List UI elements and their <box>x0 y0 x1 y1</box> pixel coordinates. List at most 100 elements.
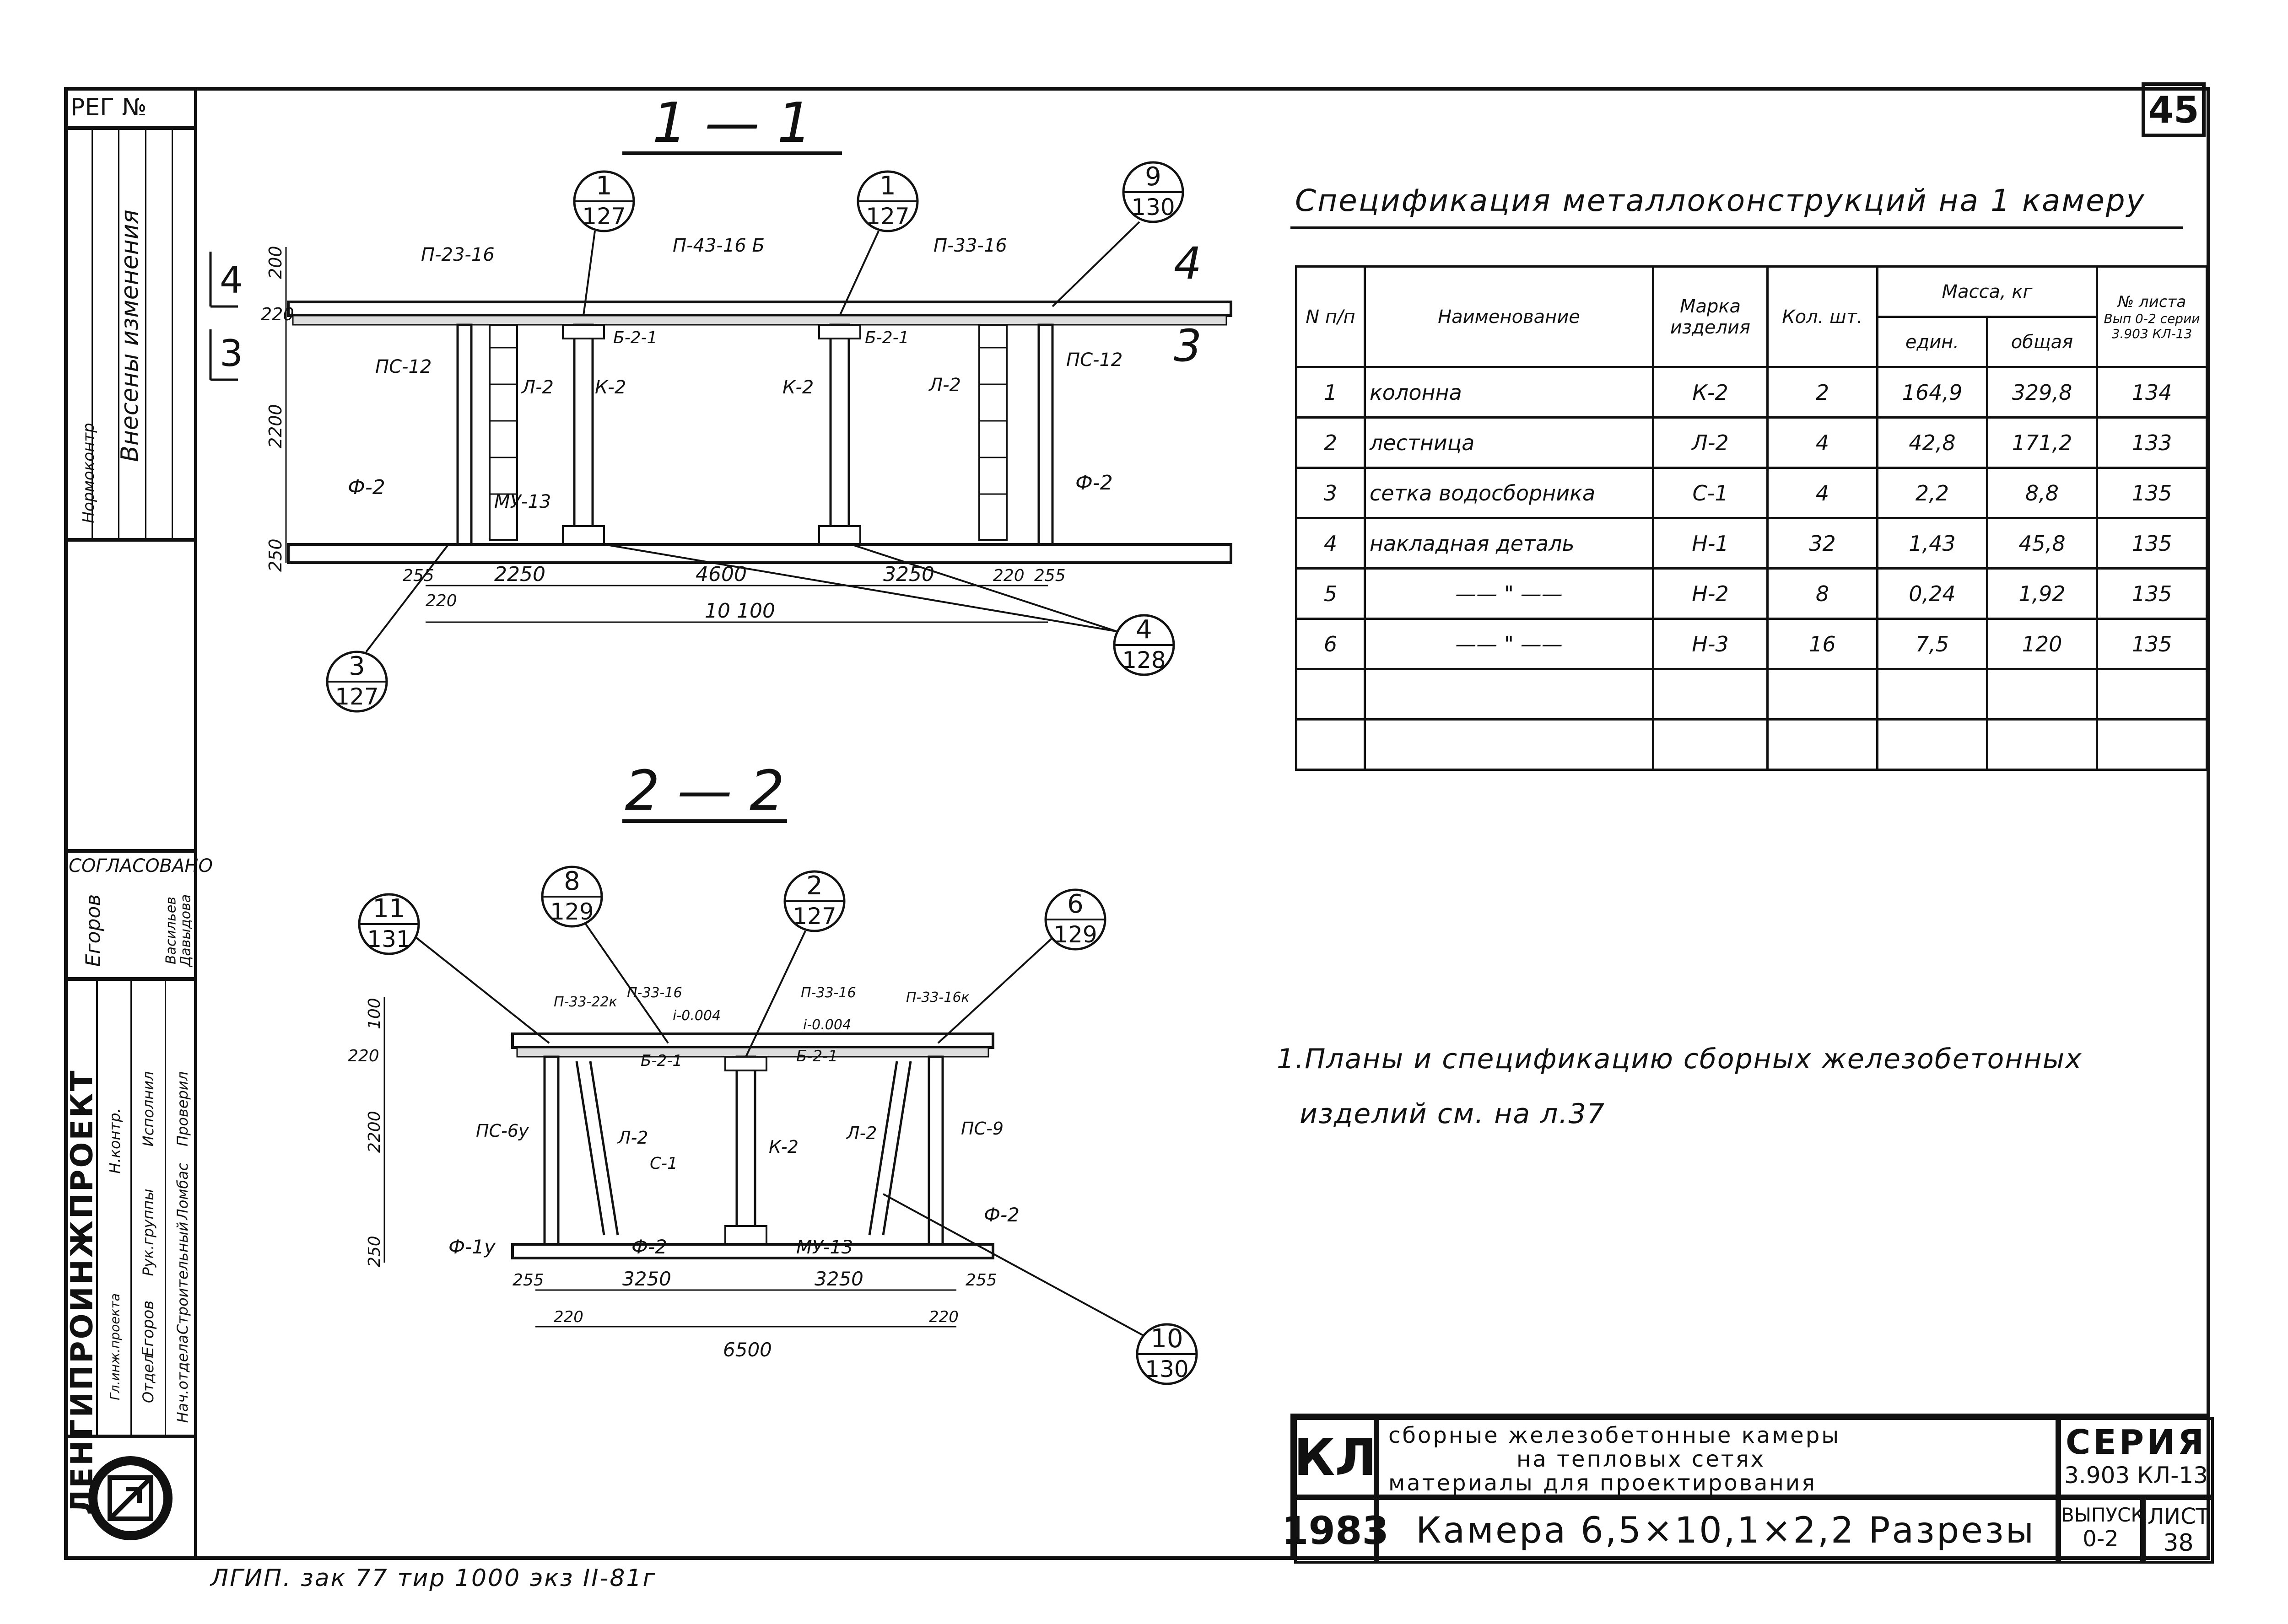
table-row: 1 колонна К-2 2 164,9 329,8 134 <box>1295 366 2208 419</box>
agreed-name-3: Давыдова <box>178 894 194 967</box>
label-p-43-16b: П-43-16 Б <box>673 235 765 256</box>
label2-f-2-a: Ф-2 <box>631 1236 667 1258</box>
cell-mass-unit: 0,24 <box>1876 567 1988 620</box>
spec-header-n: N п/п <box>1295 265 1366 368</box>
table-row: 5 —— " —— Н-2 8 0,24 1,92 135 <box>1295 567 2208 620</box>
vdim2-220: 220 <box>348 1047 379 1065</box>
label2-l-2-a: Л-2 <box>617 1128 648 1148</box>
label-p-33-16: П-33-16 <box>934 235 1007 256</box>
role-dept: Отдел <box>140 1354 157 1404</box>
spec-header-mass-unit: един. <box>1876 316 1988 368</box>
svg-text:128: 128 <box>1122 647 1166 673</box>
callout-4-128: 4 128 <box>604 543 1175 676</box>
tb-series-value: 3.903 КЛ-13 <box>2064 1462 2208 1489</box>
cell-n: 5 <box>1295 567 1366 620</box>
label2-ps-9: ПС-9 <box>961 1119 1004 1139</box>
reg-label: РЕГ № <box>70 94 147 121</box>
cell-n: 2 <box>1295 416 1366 469</box>
svg-text:129: 129 <box>550 898 594 925</box>
label2-k-2: К-2 <box>769 1137 799 1157</box>
marker-3: 3 <box>220 332 243 375</box>
callout-9-130: 9 130 <box>1052 161 1184 307</box>
marker-4: 4 <box>220 259 243 301</box>
cell-name: —— " —— <box>1364 618 1654 670</box>
spec-header-mass: Масса, кг <box>1876 265 2098 318</box>
dim-255-b: 255 <box>1034 566 1066 585</box>
tb-desc-2: на тепловых сетях <box>1516 1447 1765 1472</box>
dim2-3250-b: 3250 <box>815 1268 863 1290</box>
vdim2-250: 250 <box>365 1236 384 1267</box>
spec-marker-3: 3 <box>1174 320 1202 371</box>
cell-empty <box>1295 718 1366 771</box>
svg-text:131: 131 <box>367 926 410 952</box>
sheet-number-box: 45 <box>2142 82 2206 137</box>
cell-empty <box>2096 668 2208 721</box>
spec-header-mark: Марка изделия <box>1652 265 1769 368</box>
svg-text:129: 129 <box>1053 921 1097 948</box>
role-checked: Проверил <box>174 1071 191 1147</box>
sheet-number: 45 <box>2148 88 2199 131</box>
callout-8-129: 8 129 <box>541 866 669 1044</box>
dim-220-b: 220 <box>426 592 457 610</box>
role-nkontr: Н.контр. <box>106 1108 124 1174</box>
label2-slope-b: i-0.004 <box>803 1017 851 1033</box>
cell-qty: 2 <box>1766 366 1878 419</box>
dim-4600: 4600 <box>696 563 747 586</box>
bottom-stamp: ЛГИП. зак 77 тир 1000 экз II-81г <box>210 1565 657 1592</box>
svg-text:8: 8 <box>564 866 580 896</box>
dim2-220-b: 220 <box>929 1308 959 1326</box>
callout-1-127-a: 1 127 <box>573 170 635 316</box>
cell-empty <box>1295 668 1366 721</box>
cell-empty <box>1766 668 1878 721</box>
table-row: 4 накладная деталь Н-1 32 1,43 45,8 135 <box>1295 517 2208 570</box>
nkontr-label: Нормоконтр <box>80 423 98 523</box>
callout-11-131: 11 131 <box>358 893 550 1044</box>
cell-empty <box>1876 718 1988 771</box>
reg-cell: РЕГ № <box>64 87 197 128</box>
vdim-2200: 2200 <box>265 404 286 448</box>
label2-l-2-b: Л-2 <box>846 1123 877 1143</box>
tb-list-cell: ЛИСТ 38 <box>2143 1497 2214 1564</box>
logo-block <box>64 1436 197 1560</box>
cell-n: 3 <box>1295 467 1366 519</box>
cell-name: —— " —— <box>1364 567 1654 620</box>
cell-sheet: 133 <box>2096 416 2208 469</box>
cell-mass-total: 45,8 <box>1986 517 2098 570</box>
tb-desc-3: материалы для проектирования <box>1388 1470 1817 1496</box>
dim-220-a: 220 <box>993 566 1025 585</box>
dim2-220-a: 220 <box>554 1308 583 1326</box>
cell-mark: Н-3 <box>1652 618 1769 670</box>
tb-code: КЛ <box>1294 1428 1377 1487</box>
label2-p-33-16-b: П-33-16 <box>801 985 856 1001</box>
cell-name: накладная деталь <box>1364 517 1654 570</box>
cell-qty: 4 <box>1766 416 1878 469</box>
dim2-3250-a: 3250 <box>622 1268 671 1290</box>
label2-ps-6u: ПС-6у <box>476 1121 529 1141</box>
callout-2-127: 2 127 <box>745 870 846 1057</box>
cell-mass-total: 171,2 <box>1986 416 2098 469</box>
label-mu-13: МУ-13 <box>494 491 551 512</box>
note-line-1: 1.Планы и спецификацию сборных железобет… <box>1277 1043 2083 1075</box>
table-row <box>1295 718 2208 771</box>
person-3: Ломбас <box>174 1162 191 1220</box>
agreed-name-1: Егоров <box>81 894 105 967</box>
tb-year: 1983 <box>1282 1508 1389 1553</box>
role-dept-head: Нач.отдела <box>174 1334 191 1423</box>
spec-title: Спецификация металлоконструкций на 1 кам… <box>1295 183 2146 218</box>
tb-desc-cell: сборные железобетонные камеры на тепловы… <box>1376 1417 2058 1497</box>
cell-sheet: 135 <box>2096 618 2208 670</box>
left-sidebar: РЕГ № Внесены изменения Нормоконтр СОГЛА… <box>64 87 213 1560</box>
svg-text:9: 9 <box>1145 162 1161 192</box>
cell-qty: 16 <box>1766 618 1878 670</box>
agreed-name-2: Васильев <box>163 897 179 964</box>
svg-text:127: 127 <box>335 683 378 710</box>
svg-text:10: 10 <box>1150 1324 1183 1354</box>
cell-name: колонна <box>1364 366 1654 419</box>
spec-header-sheet: № листа Вып 0-2 серии 3.903 КЛ-13 <box>2096 265 2208 368</box>
person-1: Егоров <box>139 1300 157 1357</box>
cell-mass-total: 8,8 <box>1986 467 2098 519</box>
cell-qty: 32 <box>1766 517 1878 570</box>
section-1-1-drawing: 1 — 1 4 3 1 127 1 127 <box>209 91 1232 713</box>
cell-empty <box>1364 668 1654 721</box>
section-1-title: 1 — 1 <box>653 91 812 155</box>
